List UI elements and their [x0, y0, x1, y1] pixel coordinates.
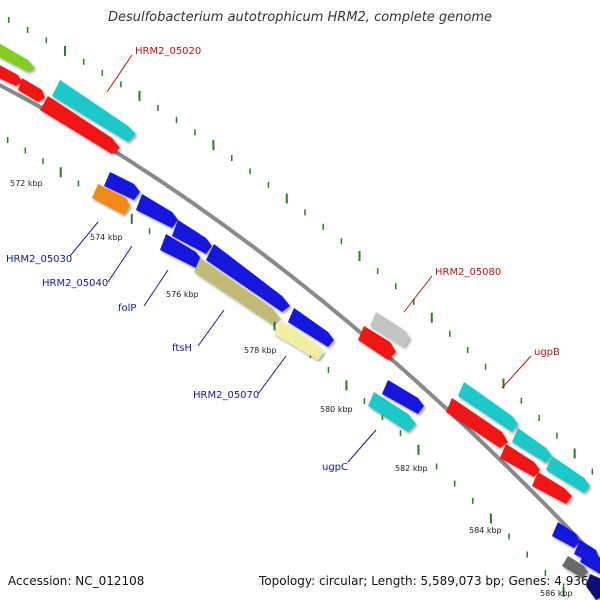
gene-label-ftsh: ftsH — [172, 343, 192, 354]
gene-arrow-red-5 — [446, 398, 508, 448]
gene-arrow-grey-hrm2-05080 — [370, 312, 410, 347]
scale-label-584: 584 kbp — [469, 526, 502, 535]
scale-label-586: 586 kbp — [540, 589, 573, 598]
leader-line-folp — [143, 269, 169, 307]
gene-arrow-blue-folp — [160, 234, 202, 268]
leader-line-ftsh — [197, 309, 225, 347]
gene-arrow-blue-2 — [136, 194, 178, 228]
genome-summary-text: Topology: circular; Length: 5,589,073 bp… — [259, 574, 589, 588]
gene-arrow-red-2 — [18, 78, 45, 102]
gene-label-folp: folP — [118, 303, 136, 314]
leader-line-hrm2-05020 — [106, 54, 133, 93]
scale-label-574: 574 kbp — [90, 233, 123, 242]
gene-label-ugpc: ugpC — [322, 462, 348, 473]
gene-arrow-pale-hrm2-05070 — [274, 320, 324, 360]
leader-line-hrm2-05070 — [257, 355, 287, 395]
leader-line-hrm2-05080 — [403, 275, 433, 313]
gene-arrow-blue-6 — [382, 380, 424, 414]
gene-arrow-green — [0, 43, 35, 72]
gene-arrow-orange-hrm2-05030 — [92, 184, 130, 215]
gene-arrow-red-6 — [500, 444, 540, 477]
scale-label-572: 572 kbp — [10, 179, 43, 188]
gene-arrow-cyan-2 — [512, 428, 552, 463]
gene-arrow-blue-7 — [552, 522, 580, 548]
gene-arrow-cyan-ugpc — [368, 392, 416, 432]
gene-label-hrm2-05080: HRM2_05080 — [435, 267, 501, 278]
tick-marks — [6, 16, 594, 597]
map-title: Desulfobacterium autotrophicum HRM2, com… — [107, 10, 493, 25]
gene-arrow-red-1 — [0, 65, 22, 86]
gene-arrow-darkgrey — [562, 556, 588, 578]
scale-label-578: 578 kbp — [244, 346, 277, 355]
gene-label-ugpb: ugpB — [534, 347, 560, 358]
gene-arrow-blue-9 — [580, 548, 600, 574]
gene-arrow-cyan-hrm2-05020 — [52, 80, 136, 142]
gene-arrow-red-4 — [358, 326, 396, 360]
scale-label-580: 580 kbp — [320, 405, 353, 414]
gene-arrow-navy — [586, 574, 600, 600]
gene-arrow-red-3 — [40, 96, 120, 154]
gene-arrow-blue-3 — [172, 220, 212, 254]
accession-text: Accession: NC_012108 — [8, 574, 145, 588]
gene-label-hrm2-05020: HRM2_05020 — [135, 46, 201, 57]
gene-label-hrm2-05040: HRM2_05040 — [42, 278, 108, 289]
gene-arrow-khaki-ftsh — [194, 258, 280, 324]
leader-line-hrm2-05030 — [69, 221, 99, 257]
gene-label-hrm2-05030: HRM2_05030 — [6, 254, 72, 265]
gene-arrow-blue-5 — [288, 308, 334, 347]
gene-arrow-cyan-ugpb — [458, 382, 518, 432]
gene-arrow-blue-4 — [206, 244, 290, 312]
leader-line-ugpb — [501, 355, 532, 389]
gene-arrow-red-7 — [532, 472, 572, 504]
gene-label-hrm2-05070: HRM2_05070 — [193, 390, 259, 401]
scale-label-576: 576 kbp — [166, 290, 199, 299]
gene-arrow-blue-1 — [104, 172, 140, 200]
scale-label-582: 582 kbp — [395, 464, 428, 473]
leader-line-ugpc — [347, 429, 377, 463]
gene-arrow-cyan-3 — [546, 456, 590, 493]
leader-line-hrm2-05040 — [107, 245, 133, 283]
